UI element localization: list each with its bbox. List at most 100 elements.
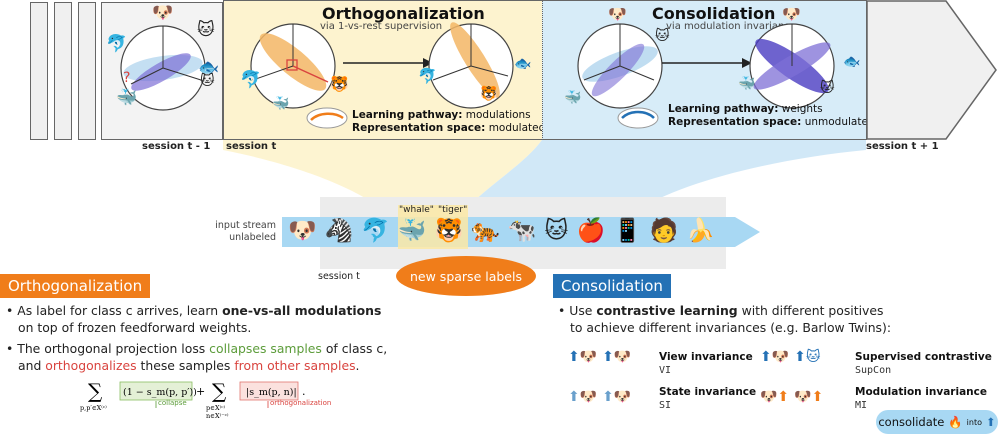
- orth-bullet-1-line2: on top of frozen feedforward weights.: [18, 320, 252, 335]
- orth-b2-green: collapses samples: [209, 341, 322, 356]
- session-block-1: [30, 2, 48, 140]
- formula-collapse-label: collapse: [158, 399, 187, 407]
- tag-whale: "whale": [399, 205, 434, 215]
- orth-bullet-2: • The orthogonal projection loss collaps…: [6, 341, 388, 356]
- orth-pathway-value: modulations: [465, 109, 531, 121]
- crossed-fish-icon: 🐟: [198, 58, 220, 78]
- dog-faded-icon: ⬆🐶: [568, 389, 598, 405]
- dog-mod-icon-2: 🐶⬆: [794, 389, 824, 405]
- supcon-icons: ⬆🐶 ⬆🐱: [760, 350, 821, 364]
- orth-bullet-2-line2: and orthogonalizes these samples from ot…: [18, 357, 360, 374]
- session-block-3: [78, 2, 96, 140]
- session-next-arrow: [866, 0, 997, 140]
- view-invariance-icons: ⬆🐶 ⬆🐶: [568, 350, 631, 364]
- stream-item-dolphin: 🐬: [361, 218, 390, 244]
- svg-text:p,p′∈X⁽ᶜ⁾: p,p′∈X⁽ᶜ⁾: [80, 404, 107, 412]
- dog-mod-icon: 🐶⬆: [760, 389, 790, 405]
- dog-icon-2: 🐶: [608, 5, 627, 23]
- dog-faded-icon-2: ⬆🐶: [602, 389, 632, 405]
- orth-b2l2-red: from other samples: [234, 358, 356, 373]
- tiger-icon: 🐯: [330, 75, 349, 93]
- modulation-invariance-icons: 🐶⬆ 🐶⬆: [760, 390, 823, 404]
- orth-b1-bold: one-vs-all modulations: [222, 303, 382, 318]
- orth-b2l2-post: .: [355, 358, 360, 373]
- session-prev-label: session t - 1: [142, 141, 211, 152]
- sparse-labels-text: new sparse labels: [410, 268, 522, 284]
- whale-icon-2: 🐳: [272, 96, 290, 112]
- formula-orth-label: orthogonalization: [270, 399, 332, 407]
- svg-text:p∈X⁽ᶜ⁾: p∈X⁽ᶜ⁾: [206, 404, 225, 412]
- consolidate-text: consolidate: [878, 415, 945, 429]
- cons-space-line: Representation space: unmodulated: [668, 116, 875, 128]
- cat-icon: 🐱: [197, 20, 215, 40]
- svg-text:∑: ∑: [212, 379, 227, 403]
- svg-text:.: .: [302, 385, 306, 398]
- cons-bullet-1: • Use contrastive learning with differen…: [558, 303, 884, 318]
- svg-text:?: ?: [123, 70, 130, 86]
- crossed-dolphin-icon: 🐬: [106, 34, 128, 54]
- dolphin-icon: 🐬: [240, 70, 262, 90]
- cons-space-label: Representation space:: [668, 116, 802, 128]
- stream-item-dog: 🐶: [288, 218, 317, 244]
- orth-bullet-1: • As label for class c arrives, learn on…: [6, 303, 382, 318]
- cons-bullet-1-line2: to achieve different invariances (e.g. B…: [570, 320, 892, 335]
- svg-text:∑: ∑: [88, 379, 103, 403]
- orth-b2l2-mid: these samples: [136, 358, 235, 373]
- stream-label-line2: unlabeled: [229, 232, 276, 243]
- session-current-label: session t: [226, 141, 277, 152]
- orthogonalization-panel-title: Orthogonalization: [322, 4, 485, 23]
- tiger-icon-2: 🐯: [480, 86, 498, 102]
- into-text: into: [966, 417, 982, 427]
- stream-item-cat: 🐱: [544, 218, 569, 244]
- cons-pathway-line: Learning pathway: weights: [668, 103, 823, 115]
- stream-item-person: 🧑: [649, 218, 679, 244]
- orth-pathway-label: Learning pathway:: [352, 109, 463, 121]
- orth-pathway-line: Learning pathway: modulations: [352, 109, 531, 121]
- orthogonalization-panel-subtitle: via 1-vs-rest supervision: [320, 21, 443, 32]
- svg-text:|s_m(p, n)|: |s_m(p, n)|: [246, 387, 297, 398]
- sparse-labels-badge: new sparse labels: [396, 256, 536, 296]
- stream-item-cow: 🐄: [507, 218, 537, 244]
- orth-loss-formula: ∑ p,p′∈X⁽ᶜ⁾ (1 − s_m(p, p′)) + ∑ p∈X⁽ᶜ⁾ …: [80, 379, 306, 420]
- orth-b2l2-pre: and: [18, 358, 46, 373]
- cons-space-value: unmodulated: [804, 116, 875, 128]
- cat-up-icon: ⬆🐱: [794, 349, 821, 365]
- cons-pathway-value: weights: [781, 103, 823, 115]
- supcon-name: Supervised contrastive: [855, 351, 992, 363]
- fish-icon: 🐟: [514, 56, 532, 72]
- svg-text:(1 − s_m(p, p′)): (1 − s_m(p, p′)): [123, 387, 197, 398]
- stream-item-zebra: 🦓: [324, 218, 354, 244]
- orth-b2-pre: The orthogonal projection loss: [17, 341, 210, 356]
- stream-item-tiger: 🐅: [471, 218, 500, 244]
- dog-icon: 🐶: [152, 3, 174, 23]
- orth-b1-pre: As label for class c arrives, learn: [17, 303, 223, 318]
- stream-item-phone: 📱: [613, 218, 642, 244]
- session-next-label: session t + 1: [866, 141, 939, 152]
- orth-b2-post: of class c,: [321, 341, 388, 356]
- stream-label-line1: input stream: [215, 220, 276, 231]
- modulation-invariance-name: Modulation invariance: [855, 386, 987, 398]
- supcon-code: SupCon: [855, 365, 892, 376]
- modulation-invariance-code: MI: [855, 400, 868, 411]
- state-invariance-name: State invariance: [659, 386, 757, 398]
- dog-up-icon-2: ⬆🐶: [602, 349, 632, 365]
- cat-icon-4: 🐱: [820, 80, 835, 96]
- cons-b1-post: with different positives: [737, 303, 884, 318]
- whale-icon: 🐳: [116, 88, 138, 108]
- view-invariance-name: View invariance: [659, 351, 753, 363]
- stream-label: input stream unlabeled: [212, 220, 276, 244]
- cat-icon-2: 🐱: [200, 73, 215, 89]
- session-block-2: [54, 2, 72, 140]
- stream-session-label: session t: [318, 271, 360, 282]
- consolidate-badge: consolidate 🔥 into ⬆: [876, 410, 998, 434]
- dog-up-icon-3: ⬆🐶: [760, 349, 790, 365]
- svg-text:n∈X⁽⁻ᶜ⁾: n∈X⁽⁻ᶜ⁾: [206, 412, 229, 420]
- dog-icon-3: 🐶: [782, 5, 801, 23]
- cons-b1-pre: Use: [569, 303, 597, 318]
- stream-item-tiger-face: 🐯: [434, 218, 464, 244]
- dolphin-icon-2: 🐬: [418, 67, 437, 85]
- orth-space-label: Representation space:: [352, 122, 486, 134]
- orth-space-line: Representation space: modulated: [352, 122, 545, 134]
- dog-up-icon: ⬆🐶: [568, 349, 598, 365]
